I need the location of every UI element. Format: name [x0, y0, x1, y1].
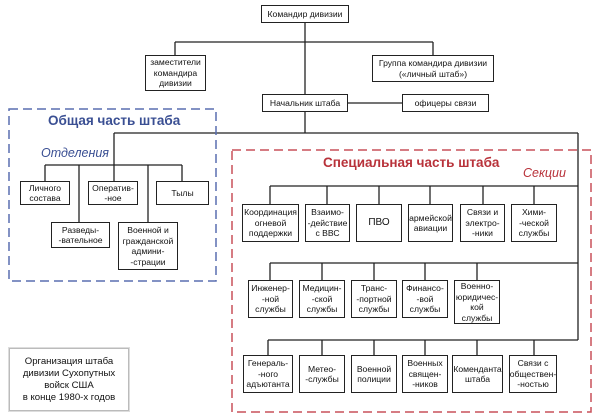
special-staff-title: Специальная часть штаба: [323, 155, 500, 170]
section-chemical: Хими- -ческой службы: [511, 204, 557, 242]
section-transportation: Транс- -портной службы: [351, 280, 397, 318]
section-chaplain: Военных священ- -ников: [402, 355, 448, 393]
section-air-defense: ПВО: [356, 204, 402, 242]
department-civil-military: Военной и гражданской админи- -страции: [118, 222, 178, 270]
section-headquarters-commandant: Коменданта штаба: [452, 355, 503, 393]
general-staff-subtitle: Отделения: [41, 146, 109, 160]
department-logistics: Тылы: [156, 181, 209, 205]
chief-of-staff-box: Начальник штаба: [262, 94, 348, 112]
special-staff-region: [231, 149, 592, 413]
section-army-aviation: армейской авиации: [408, 204, 453, 242]
section-judge-advocate: Военно- юридичес- кой службы: [454, 280, 500, 324]
liaison-officers-box: офицеры связи: [402, 94, 489, 112]
special-staff-subtitle: Секции: [523, 166, 566, 180]
section-air-force-liaison: Взаимо- -действие с ВВС: [305, 204, 350, 242]
section-public-affairs: Связи с обществен- -ностью: [509, 355, 557, 393]
department-operations: Оператив- -ное: [88, 181, 138, 205]
department-intelligence: Разведы- -вательное: [51, 222, 110, 248]
section-engineer: Инженер- -ной службы: [248, 280, 293, 318]
section-signal: Связи и электро- -ники: [460, 204, 505, 242]
deputies-box: заместители командира дивизии: [145, 55, 206, 91]
section-finance: Финансо- -вой службы: [402, 280, 448, 318]
general-staff-title: Общая часть штаба: [48, 113, 181, 128]
section-adjutant-general: Генераль- -ного адъютанта: [243, 355, 293, 393]
commander-box: Командир дивизии: [261, 5, 349, 23]
section-medical: Медицин- -ской службы: [299, 280, 345, 318]
diagram-caption: Организация штаба дивизии Сухопутных вой…: [9, 348, 129, 411]
general-staff-region: [8, 108, 217, 282]
personal-staff-box: Группа командира дивизии («личный штаб»): [372, 55, 494, 82]
department-personnel: Личного состава: [20, 181, 70, 205]
section-military-police: Военной полиции: [351, 355, 397, 393]
section-weather: Метео- -службы: [299, 355, 345, 393]
section-fire-support: Координация огневой поддержки: [242, 204, 299, 242]
